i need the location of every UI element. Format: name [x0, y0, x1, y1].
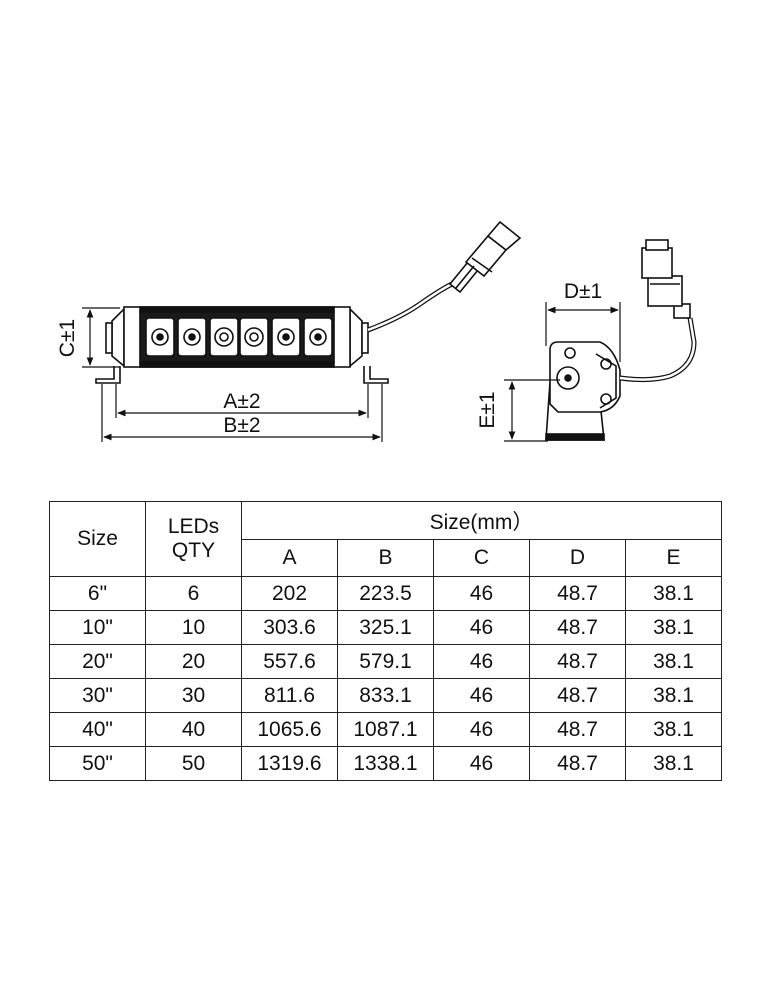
header-leds-line2: QTY [171, 539, 216, 562]
cell-a: 1065.6 [241, 712, 338, 747]
cell-d: 48.7 [529, 576, 626, 611]
dim-label-c: C±1 [56, 319, 79, 357]
cell-d: 48.7 [529, 678, 626, 713]
cell-leds: 20 [145, 644, 242, 679]
header-size: Size [49, 501, 146, 577]
cell-size: 20" [49, 644, 146, 679]
cell-d: 48.7 [529, 644, 626, 679]
cell-size: 6" [49, 576, 146, 611]
cell-b: 1087.1 [337, 712, 434, 747]
cell-a: 303.6 [241, 610, 338, 645]
cell-e: 38.1 [625, 678, 722, 713]
header-col-a: A [241, 539, 338, 577]
led-array [145, 317, 333, 357]
table-row: 20" 20 557.6 579.1 46 48.7 38.1 [49, 644, 722, 679]
size-spec-table: Size LEDs QTY Size(mm） A B C D E 6" 6 20… [49, 501, 722, 781]
dim-label-b: B±2 [223, 414, 260, 437]
cell-leds: 6 [145, 576, 242, 611]
cell-size: 10" [49, 610, 146, 645]
cell-d: 48.7 [529, 610, 626, 645]
cell-e: 38.1 [625, 644, 722, 679]
dim-label-d: D±1 [564, 280, 602, 303]
table-row: 10" 10 303.6 325.1 46 48.7 38.1 [49, 610, 722, 645]
cell-size: 40" [49, 712, 146, 747]
cell-c: 46 [433, 678, 530, 713]
technical-drawing: A±2 B±2 C±1 D±1 E±1 [56, 220, 697, 442]
cell-a: 811.6 [241, 678, 338, 713]
cell-b: 1338.1 [337, 746, 434, 781]
cell-leds: 30 [145, 678, 242, 713]
cell-e: 38.1 [625, 746, 722, 781]
cell-leds: 40 [145, 712, 242, 747]
table-row: 50" 50 1319.6 1338.1 46 48.7 38.1 [49, 746, 722, 781]
cell-a: 1319.6 [241, 746, 338, 781]
cell-leds: 10 [145, 610, 242, 645]
cell-d: 48.7 [529, 712, 626, 747]
cell-e: 38.1 [625, 610, 722, 645]
header-size-mm: Size(mm） [241, 501, 722, 540]
cell-a: 202 [241, 576, 338, 611]
cell-leds: 50 [145, 746, 242, 781]
table-row: 30" 30 811.6 833.1 46 48.7 38.1 [49, 678, 722, 713]
cell-c: 46 [433, 712, 530, 747]
mount-side-view [545, 239, 697, 441]
dim-label-a: A±2 [223, 390, 260, 413]
cell-b: 579.1 [337, 644, 434, 679]
cell-c: 46 [433, 576, 530, 611]
header-col-b: B [337, 539, 434, 577]
light-bar-front-view [95, 220, 522, 384]
header-leds-line1: LEDs [167, 515, 220, 538]
cell-d: 48.7 [529, 746, 626, 781]
header-col-c: C [433, 539, 530, 577]
header-col-d: D [529, 539, 626, 577]
cell-e: 38.1 [625, 712, 722, 747]
cell-a: 557.6 [241, 644, 338, 679]
cell-c: 46 [433, 746, 530, 781]
header-col-e: E [625, 539, 722, 577]
table-row: 40" 40 1065.6 1087.1 46 48.7 38.1 [49, 712, 722, 747]
dim-label-e: E±1 [476, 391, 499, 428]
cell-size: 30" [49, 678, 146, 713]
dimension-lines [82, 302, 621, 442]
cell-b: 325.1 [337, 610, 434, 645]
cell-c: 46 [433, 610, 530, 645]
header-leds-qty: LEDs QTY [145, 501, 242, 577]
cell-b: 833.1 [337, 678, 434, 713]
cell-e: 38.1 [625, 576, 722, 611]
table-row: 6" 6 202 223.5 46 48.7 38.1 [49, 576, 722, 611]
cell-c: 46 [433, 644, 530, 679]
cell-size: 50" [49, 746, 146, 781]
cell-b: 223.5 [337, 576, 434, 611]
